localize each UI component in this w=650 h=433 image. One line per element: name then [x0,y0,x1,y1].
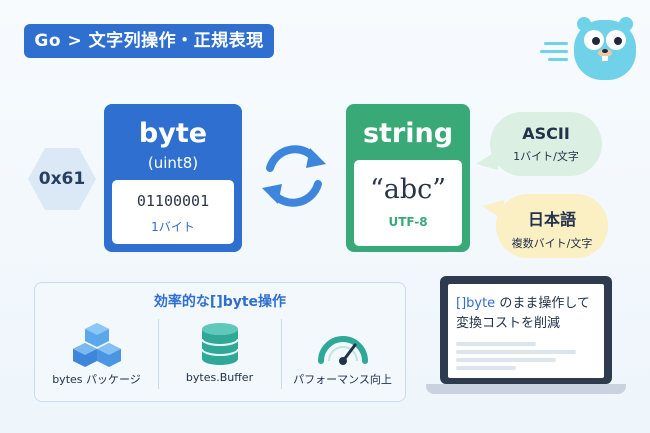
efficient-panel-title: 効率的な[]byte操作 [153,294,287,310]
placeholder-line [456,366,516,370]
japanese-desc: 複数バイト/文字 [511,237,593,250]
panel-item-bytes-package: bytes パッケージ [35,321,158,397]
string-literal-value: “abc” [369,174,447,205]
ascii-desc: 1バイト/文字 [513,150,579,163]
laptop-text-rest: のまま操作して [495,296,590,311]
hex-value-badge: 0x61 [28,148,96,210]
panel-divider [158,319,159,389]
string-value-box: “abc” UTF-8 [354,160,462,246]
laptop-text-line-2: 変換コストを削減 [456,316,561,331]
byte-value-box: 01100001 1バイト [112,180,234,244]
page-title: Go > 文字列操作・正規表現 [24,24,274,58]
panel-item-label: bytes パッケージ [52,373,141,386]
panel-item-label: パフォーマンス向上 [293,373,392,386]
string-encoding-label: UTF-8 [388,215,428,229]
hex-value-text: 0x61 [38,169,86,189]
laptop-base [426,384,626,394]
cubes-icon [72,323,121,367]
byte-card-subtitle: (uint8) [147,154,199,172]
string-card-title: string [362,118,454,149]
efficient-byte-panel: 効率的な[]byte操作 bytes パッケージ bytes.Buffer [34,282,406,402]
placeholder-line [456,358,556,362]
laptop-text-line-1: []byte のまま操作して [456,292,590,311]
byte-size-label: 1バイト [151,220,195,234]
byte-card-title: byte [138,118,208,149]
laptop-display: []byte のまま操作して 変換コストを削減 [448,284,604,378]
panel-divider [281,319,282,389]
panel-item-label: bytes.Buffer [185,371,254,384]
ascii-bubble: ASCII 1バイト/文字 [490,112,602,176]
japanese-title: 日本語 [527,210,576,229]
conversion-cycle-icon [262,145,326,207]
byte-binary-value: 01100001 [136,192,210,210]
panel-item-performance: パフォーマンス向上 [281,321,404,397]
japanese-bubble: 日本語 複数バイト/文字 [496,194,608,258]
gopher-mascot-icon [540,17,636,80]
panel-item-bytes-buffer: bytes.Buffer [158,321,281,397]
gauge-icon [317,336,368,365]
ascii-title: ASCII [522,124,570,143]
database-icon [200,323,239,365]
placeholder-line [456,350,576,354]
byte-slice-keyword: []byte [456,296,496,311]
placeholder-line [456,342,536,346]
